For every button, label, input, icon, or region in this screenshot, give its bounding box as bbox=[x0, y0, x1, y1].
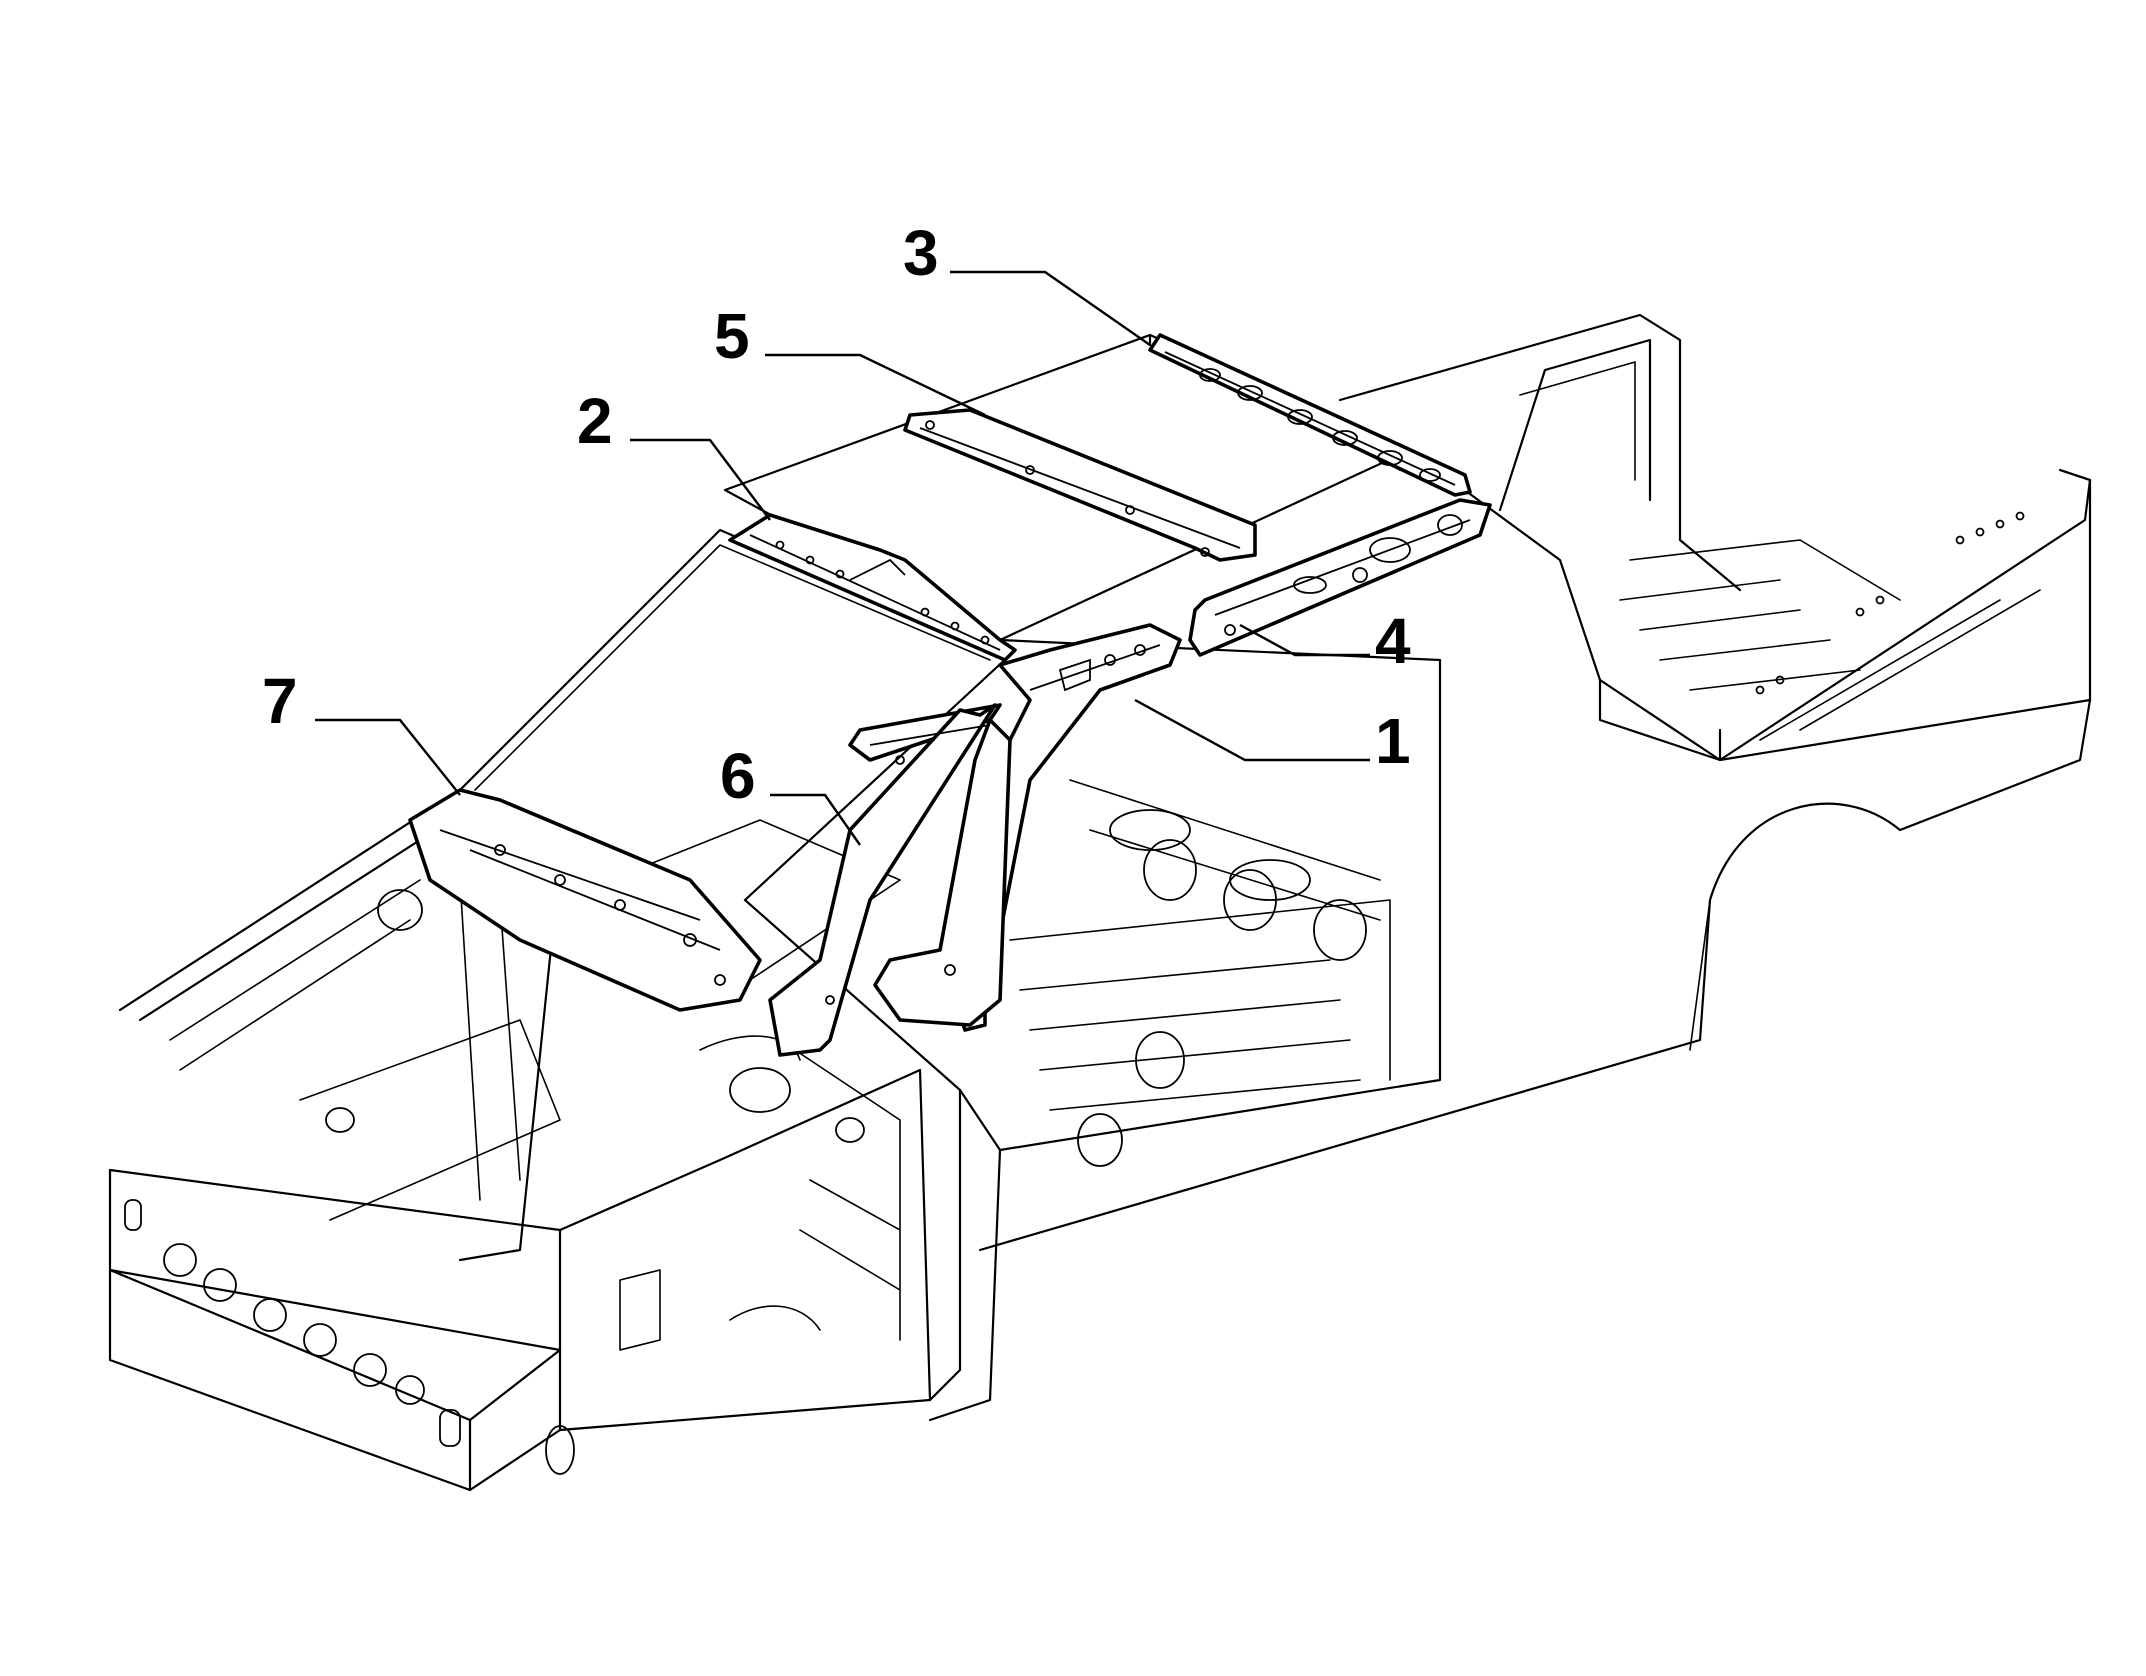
callout-6: 6 bbox=[720, 740, 756, 812]
callout-4: 4 bbox=[1375, 605, 1411, 677]
floor-ribs bbox=[1019, 779, 1381, 1167]
part-3-rear-roof-crossmember bbox=[1148, 333, 1472, 497]
callout-7: 7 bbox=[262, 665, 298, 737]
leader-line-2 bbox=[630, 438, 771, 521]
part-4-roof-side-rail-rear bbox=[1188, 498, 1492, 657]
leader-lines bbox=[315, 270, 1370, 846]
leader-line-3 bbox=[950, 270, 1151, 346]
leader-line-4 bbox=[1239, 623, 1370, 657]
callout-2: 2 bbox=[577, 385, 613, 457]
leader-line-6 bbox=[770, 793, 861, 846]
callout-5: 5 bbox=[714, 300, 750, 372]
leader-line-1 bbox=[1134, 698, 1370, 762]
bed-side-holes bbox=[1755, 511, 2025, 695]
callout-1: 1 bbox=[1375, 705, 1411, 777]
front-crossmember-holes bbox=[124, 1199, 461, 1447]
callout-3: 3 bbox=[903, 217, 939, 289]
leader-line-7 bbox=[315, 718, 461, 796]
callout-labels: 3 5 2 4 1 6 7 bbox=[262, 217, 1411, 812]
leader-line-5 bbox=[765, 353, 986, 417]
part-5-middle-roof-crossmember bbox=[903, 408, 1257, 562]
car-body-shell bbox=[108, 313, 2092, 1492]
part-7-cowl-panel bbox=[408, 788, 762, 1012]
part-2-front-roof-header bbox=[728, 513, 1017, 662]
part-6-windshield-pillar bbox=[768, 703, 1012, 1057]
